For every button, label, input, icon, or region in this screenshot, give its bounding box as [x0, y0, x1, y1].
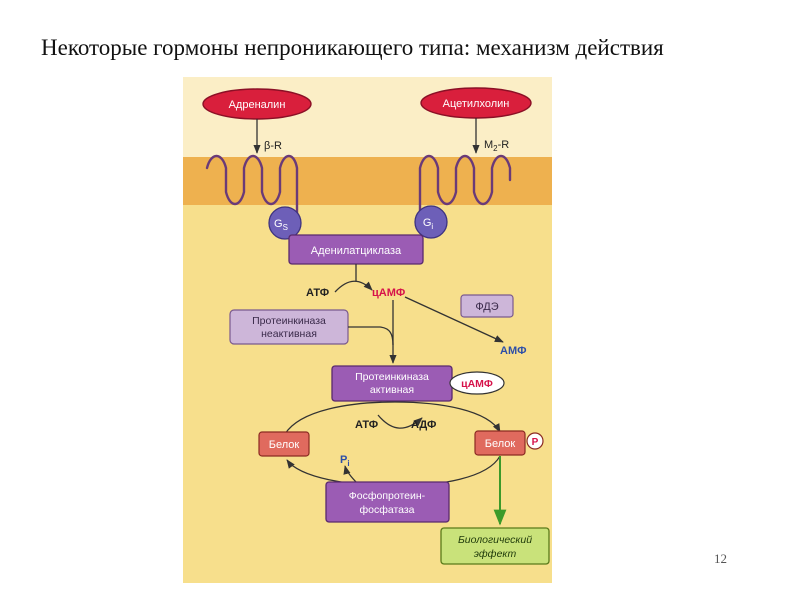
- phosphatase-line1: Фосфопротеин-: [349, 490, 426, 502]
- gi-protein: [414, 205, 448, 239]
- beta-receptor-label: β-R: [264, 140, 282, 152]
- pde-box: [460, 294, 514, 318]
- phosphatase-box: [325, 481, 450, 523]
- camp-bound-label: цАМФ: [461, 378, 493, 390]
- protein-left-box: [258, 431, 310, 457]
- m2-receptor: [418, 154, 512, 217]
- adrenaline-label: Адреналин: [229, 99, 286, 111]
- slide-title: Некоторые гормоны непроникающего типа: м…: [41, 35, 664, 60]
- phosphate-circle: [526, 432, 544, 450]
- gs-protein: [268, 206, 302, 240]
- pk-active-line1: Протеинкиназа: [355, 371, 429, 383]
- adp-cycle-label: АДФ: [411, 419, 436, 431]
- gs-label: GS: [274, 218, 288, 232]
- camp-bound-ellipse: [449, 371, 505, 395]
- cycle-top-arc: [284, 401, 501, 435]
- cell-membrane: [183, 157, 552, 205]
- pk-active-line2: активная: [370, 384, 414, 396]
- effect-box: [440, 527, 550, 565]
- arrow-atp-camp: [334, 280, 373, 293]
- arrow-camp-amp: [404, 296, 504, 343]
- pk-inactive-line1: Протеинкиназа: [252, 315, 326, 327]
- amp-label: АМФ: [500, 345, 527, 357]
- acetylcholine-label: Ацетилхолин: [443, 98, 510, 110]
- beta-receptor: [205, 154, 299, 217]
- protein-right-box: [474, 430, 526, 456]
- atp-top-label: АТФ: [306, 287, 329, 299]
- atp-cycle-label: АТФ: [355, 419, 378, 431]
- effect-line2: эффект: [474, 548, 517, 560]
- pk-inactive-line2: неактивная: [261, 328, 317, 340]
- arrow-inactive-active: [348, 326, 394, 346]
- phosphatase-line2: фосфатаза: [359, 504, 414, 516]
- protein-right-label: Белок: [485, 438, 516, 450]
- gi-label: Gi: [423, 217, 434, 231]
- adenylate-cyclase-label: Аденилатциклаза: [311, 245, 402, 257]
- slide-number: 12: [714, 551, 727, 566]
- pi-label: Pi: [340, 454, 350, 468]
- protein-left-label: Белок: [269, 439, 300, 451]
- camp-top-label: цАМФ: [372, 287, 405, 299]
- m2-receptor-label: M2-R: [484, 139, 509, 153]
- phosphate-label: P: [532, 437, 539, 448]
- arrow-atp-adp: [377, 414, 423, 429]
- pde-label: ФДЭ: [475, 301, 498, 313]
- effect-line1: Биологический: [458, 534, 532, 546]
